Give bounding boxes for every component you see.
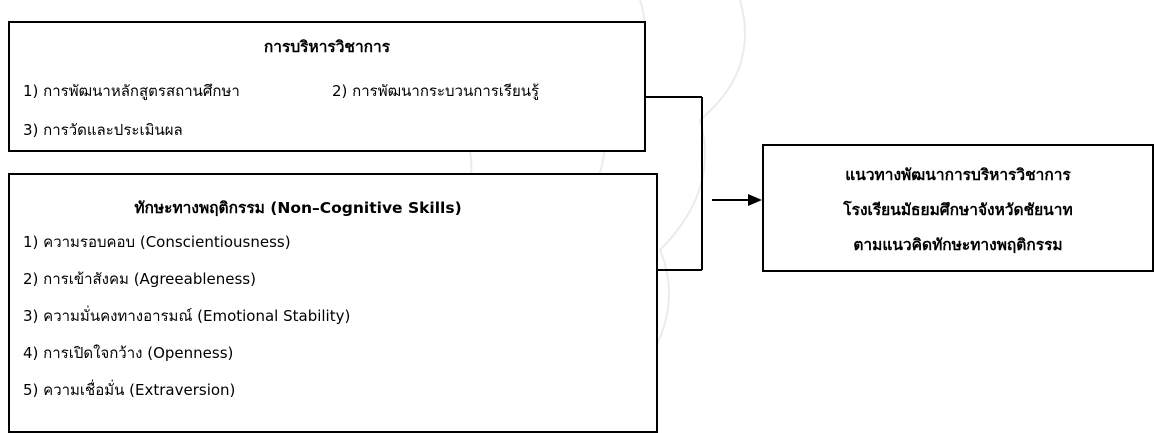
- outcome-line-3: ตามแนวคิดทักษะทางพฤติกรรม: [853, 236, 1063, 254]
- development-guideline-box: แนวทางพัฒนาการบริหารวิชาการ โรงเรียนมัธย…: [762, 144, 1154, 272]
- skill-item: 2) การเข้าสังคม (Agreeableness): [23, 270, 256, 288]
- arrow-head-icon: [748, 194, 762, 206]
- non-cognitive-skills-title: ทักษะทางพฤติกรรม (Non–Cognitive Skills): [134, 199, 462, 217]
- academic-item: 2) การพัฒนากระบวนการเรียนรู้: [332, 82, 540, 100]
- academic-item: 3) การวัดและประเมินผล: [23, 121, 183, 139]
- outcome-line-1: แนวทางพัฒนาการบริหารวิชาการ: [845, 166, 1071, 184]
- academic-item: 1) การพัฒนาหลักสูตรสถานศึกษา: [23, 82, 240, 100]
- skill-item: 3) ความมั่นคงทางอารมณ์ (Emotional Stabil…: [23, 307, 351, 325]
- non-cognitive-skills-box: ทักษะทางพฤติกรรม (Non–Cognitive Skills) …: [8, 173, 658, 433]
- skill-item: 4) การเปิดใจกว้าง (Openness): [23, 344, 234, 362]
- academic-management-title: การบริหารวิชาการ: [263, 38, 391, 56]
- outcome-line-2: โรงเรียนมัธยมศึกษาจังหวัดชัยนาท: [843, 201, 1073, 219]
- connector-lines: [646, 96, 762, 271]
- skill-item: 5) ความเชื่อมั่น (Extraversion): [23, 381, 236, 399]
- academic-management-box: การบริหารวิชาการ 1) การพัฒนาหลักสูตรสถาน…: [8, 21, 646, 152]
- skill-item: 1) ความรอบคอบ (Conscientiousness): [23, 233, 291, 251]
